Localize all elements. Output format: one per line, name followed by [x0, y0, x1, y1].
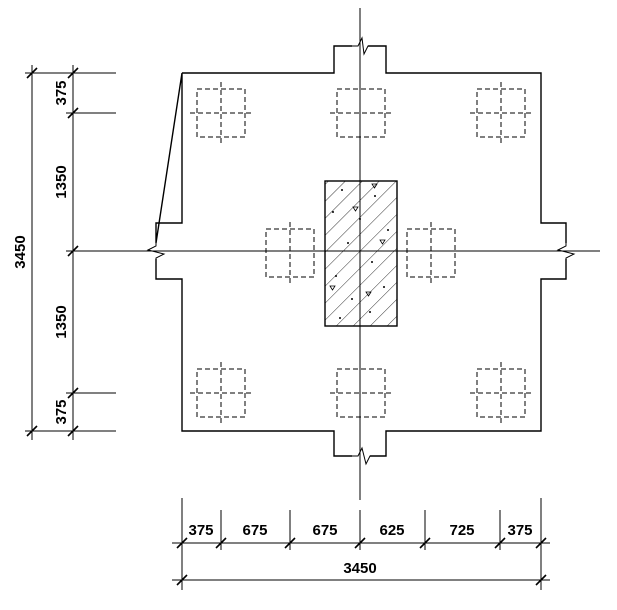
pile-top-left — [190, 82, 252, 144]
footing-outline — [155, 45, 567, 457]
left-dimension-chain: 375 1350 1350 375 — [25, 65, 116, 440]
break-symbol-right — [556, 236, 576, 266]
break-symbol-left — [146, 236, 166, 266]
pile-middle-left — [265, 222, 315, 284]
break-symbol-top — [340, 36, 382, 56]
break-symbol-bottom — [340, 446, 382, 466]
bottom-dim-3: 675 — [312, 522, 337, 539]
left-total-dimension: 3450 — [12, 65, 38, 440]
pile-bottom-left — [190, 362, 252, 424]
left-dim-1: 375 — [53, 80, 70, 105]
bottom-dim-1: 375 — [188, 522, 213, 539]
bottom-dim-4: 625 — [379, 522, 404, 539]
left-dim-4: 375 — [53, 399, 70, 424]
left-total-label: 3450 — [12, 235, 29, 268]
pile-bottom-center — [330, 368, 392, 418]
bottom-dim-6: 375 — [507, 522, 532, 539]
bottom-dimension-chain: 375 675 675 625 725 375 — [172, 498, 550, 590]
left-dim-2: 1350 — [53, 165, 70, 198]
pile-bottom-right — [470, 362, 532, 424]
bottom-total-dimension: 3450 — [172, 560, 550, 586]
bottom-dim-2: 675 — [242, 522, 267, 539]
left-dim-3: 1350 — [53, 305, 70, 338]
pile-top-center — [330, 88, 392, 138]
pile-middle-right — [406, 222, 456, 284]
bottom-dim-5: 725 — [449, 522, 474, 539]
pile-top-right — [470, 82, 532, 144]
bottom-total-label: 3450 — [343, 560, 376, 577]
column-hatched — [324, 180, 398, 327]
